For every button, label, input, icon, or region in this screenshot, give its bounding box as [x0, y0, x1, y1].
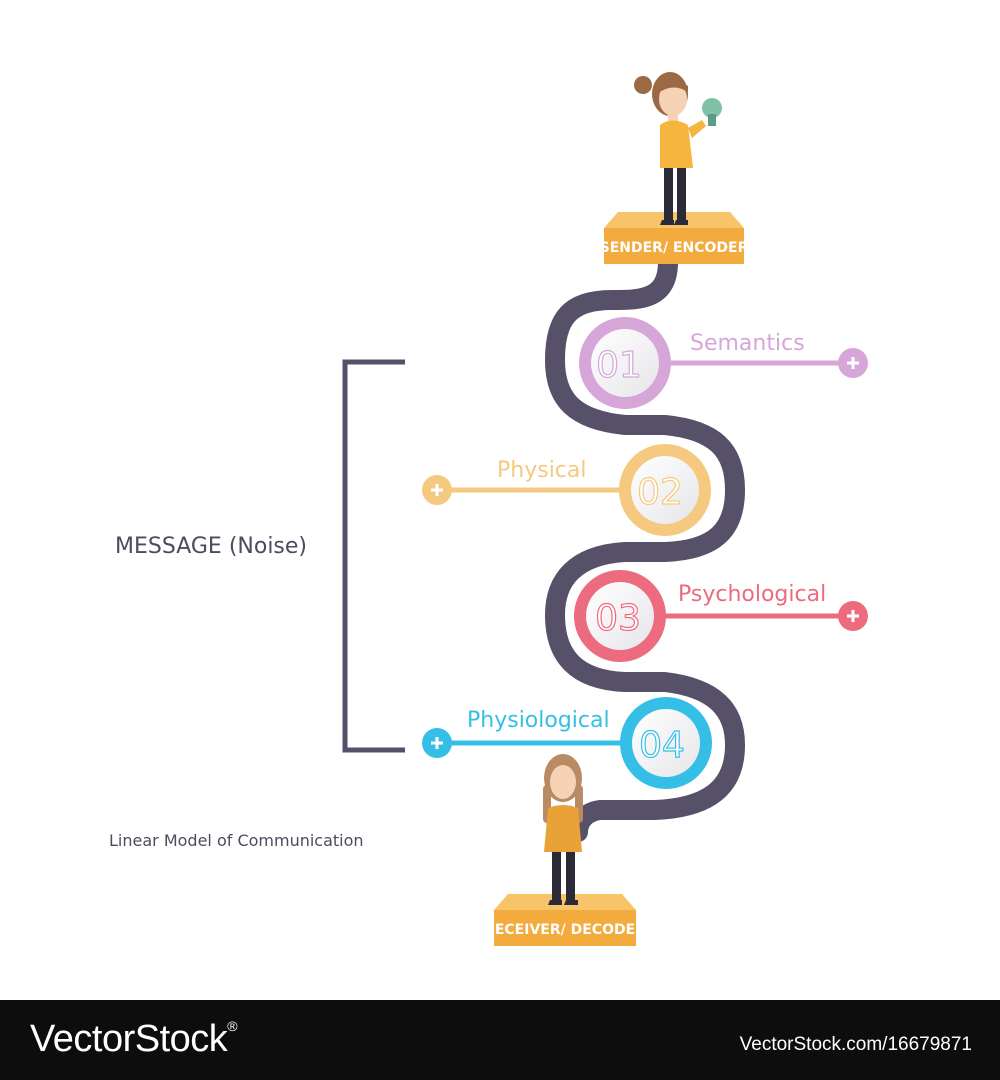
- bracket-label: MESSAGE (Noise): [115, 534, 307, 559]
- stage-01-number: 01: [596, 345, 642, 386]
- stage-04-disc: [632, 709, 700, 777]
- trademark-symbol: ®: [227, 1018, 238, 1035]
- stage-02-disc: [631, 456, 699, 524]
- sender-pedestal: SENDER/ ENCODER: [600, 212, 749, 264]
- brand-name: VectorStock: [30, 1018, 228, 1060]
- watermark-footer: VectorStock® VectorStock.com/16679871: [0, 1000, 1000, 1080]
- brand-logo: VectorStock®: [30, 1018, 238, 1061]
- stage-02: 02 Physical: [422, 444, 711, 536]
- stage-01-disc: [591, 329, 659, 397]
- receiver-pedestal: RECEIVER/ DECODER: [484, 894, 646, 946]
- stage-03-label: Psychological: [678, 582, 826, 607]
- receiver-label: RECEIVER/ DECODER: [484, 922, 646, 938]
- stage-03-number: 03: [595, 598, 641, 639]
- sender-figure-icon: [634, 72, 722, 225]
- receiver-figure-icon: [543, 754, 583, 905]
- diagram-canvas: 01 Semantics 02 Physical 03 Psychologica…: [109, 72, 868, 946]
- stage-02-number: 02: [637, 472, 683, 513]
- winding-path: [545, 252, 745, 842]
- image-id: VectorStock.com/16679871: [739, 1034, 972, 1055]
- communication-diagram: 01 Semantics 02 Physical 03 Psychologica…: [109, 72, 868, 946]
- stage-01-label: Semantics: [690, 331, 805, 356]
- stage-04-number: 04: [639, 725, 685, 766]
- stage-03: 03 Psychological: [574, 570, 868, 662]
- stage-02-label: Physical: [497, 458, 587, 483]
- stage-04-label: Physiological: [467, 708, 610, 733]
- diagram-caption: Linear Model of Communication: [109, 831, 364, 850]
- message-bracket: [342, 359, 405, 753]
- stage-01: 01 Semantics: [579, 317, 868, 409]
- sender-label: SENDER/ ENCODER: [600, 240, 749, 256]
- stage-04: 04 Physiological: [422, 697, 712, 789]
- stage-03-disc: [586, 582, 654, 650]
